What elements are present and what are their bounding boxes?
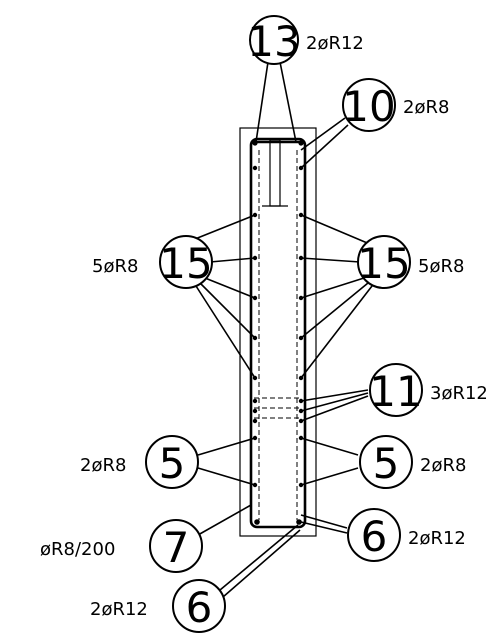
callout-6-bottom-number: 6 <box>186 583 213 632</box>
section-outline <box>239 127 317 537</box>
top-hook-detail <box>253 139 303 207</box>
callout-5-left: 5 2øR8 <box>80 435 199 489</box>
callout-6-right: 6 2øR12 <box>347 508 466 562</box>
callout-15-right-number: 15 <box>357 239 410 288</box>
callout-6-bottom: 6 2øR12 <box>90 579 226 633</box>
callout-7-number: 7 <box>163 523 190 572</box>
callout-15-left: 15 5øR8 <box>92 235 213 289</box>
callout-5-left-number: 5 <box>159 439 186 488</box>
callout-13-spec: 2øR12 <box>306 33 364 54</box>
callout-10: 10 2øR8 <box>342 78 449 132</box>
callout-11-spec: 3øR12 <box>430 383 488 404</box>
callout-6-right-number: 6 <box>361 512 388 561</box>
stirrup <box>249 137 307 529</box>
callout-6-bottom-spec: 2øR12 <box>90 599 148 620</box>
callout-7-spec: øR8/200 <box>40 539 115 560</box>
rebar-dots <box>252 140 304 525</box>
callout-10-number: 10 <box>342 82 395 131</box>
callout-11: 11 3øR12 <box>369 363 488 417</box>
callout-5-right: 5 2øR8 <box>359 435 466 489</box>
callout-15-right: 15 5øR8 <box>357 235 464 289</box>
callout-11-number: 11 <box>369 367 422 416</box>
callout-5-right-number: 5 <box>373 439 400 488</box>
callout-15-left-spec: 5øR8 <box>92 256 138 277</box>
hidden-lines <box>254 150 302 520</box>
callout-10-spec: 2øR8 <box>403 97 449 118</box>
callout-15-left-number: 15 <box>159 239 212 288</box>
callout-5-right-spec: 2øR8 <box>420 455 466 476</box>
callout-7: 7 øR8/200 <box>40 519 203 573</box>
leader-lines <box>179 61 373 598</box>
callout-6-right-spec: 2øR12 <box>408 528 466 549</box>
callout-15-right-spec: 5øR8 <box>418 256 464 277</box>
callout-5-left-spec: 2øR8 <box>80 455 126 476</box>
callout-13-number: 13 <box>247 17 300 66</box>
callout-13: 13 2øR12 <box>247 15 364 66</box>
